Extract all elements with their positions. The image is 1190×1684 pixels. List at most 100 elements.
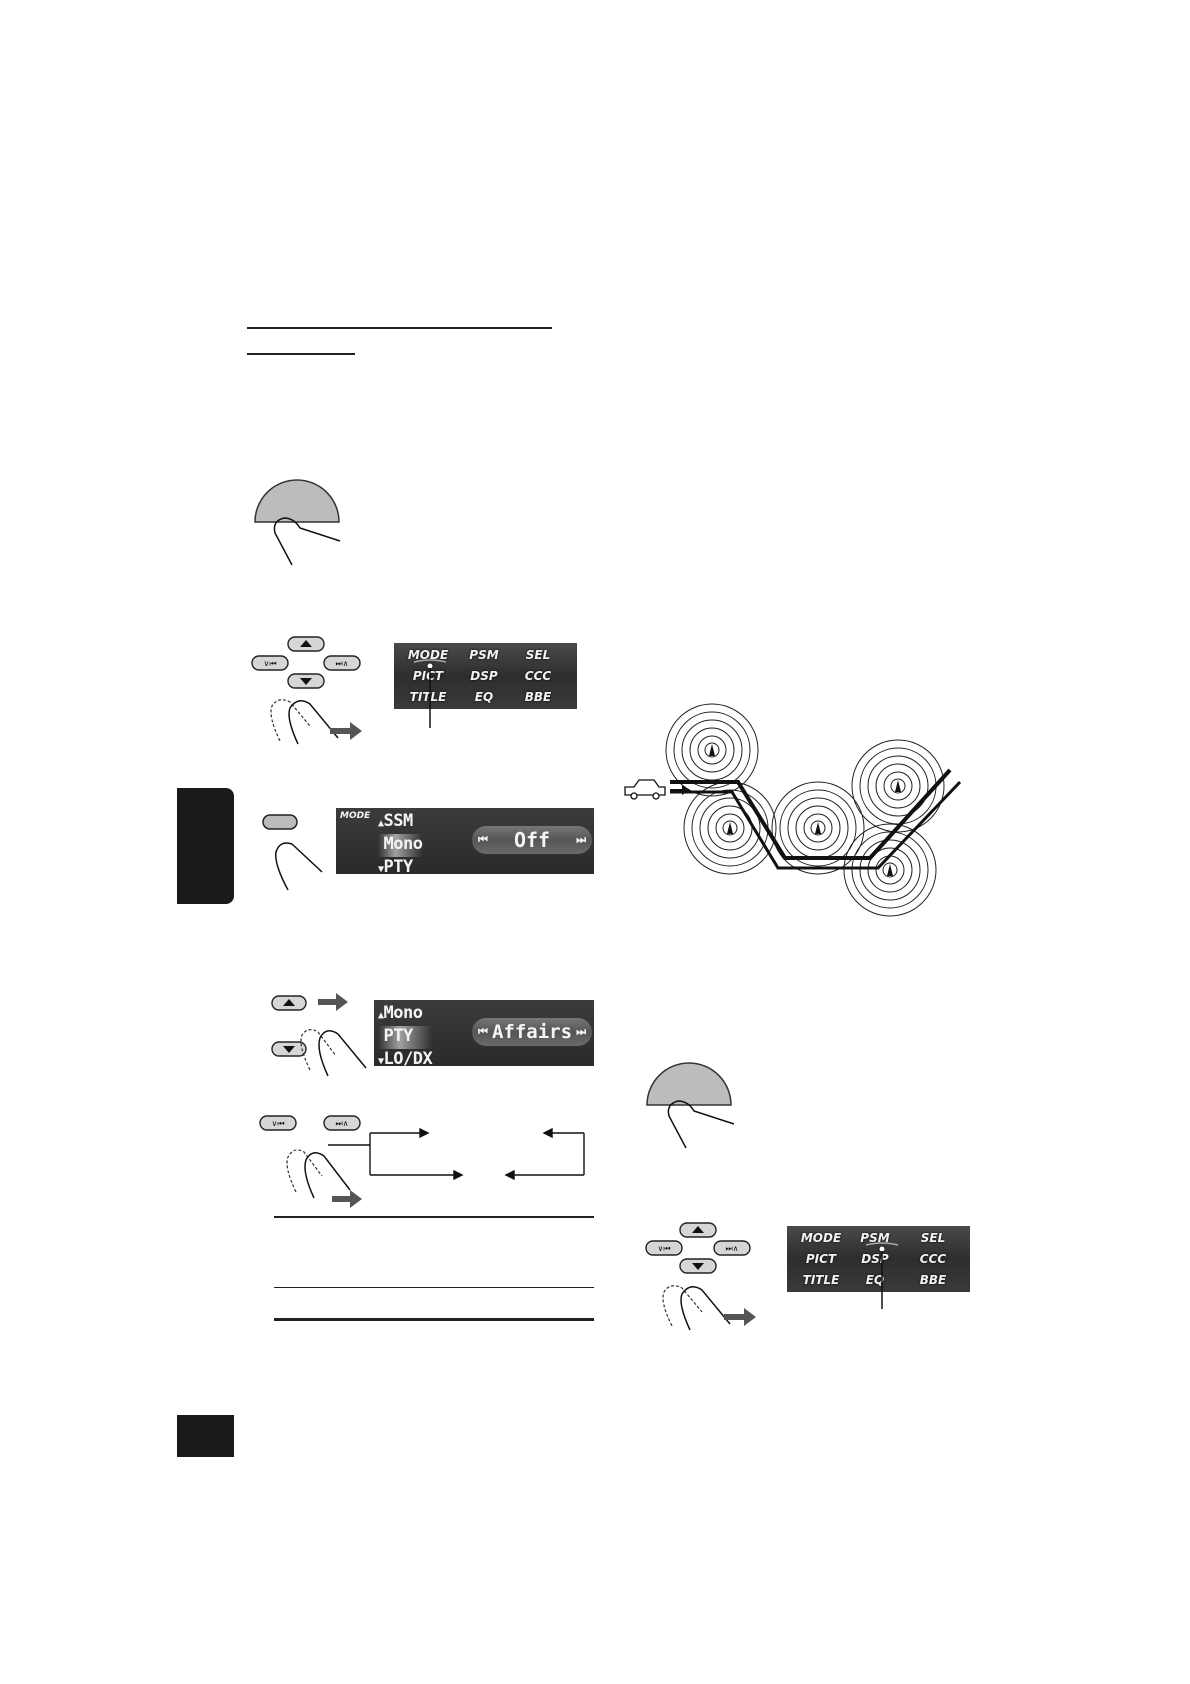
transmitter-coverage-3 <box>771 781 865 875</box>
up-down-buttons-illustration <box>271 993 367 1077</box>
menu-cell-title: TITLE <box>409 690 447 704</box>
menu-cell-ccc: CCC <box>919 1252 947 1266</box>
next-button <box>323 1115 361 1131</box>
road-line <box>670 780 962 870</box>
finger-icon <box>275 842 323 891</box>
menu-cell-psm: PSM <box>469 648 499 662</box>
setting-menu-list: ▲SSM ▲Mono ▼PTY <box>378 811 423 880</box>
select-button <box>262 814 298 830</box>
reception-area-diagram <box>624 703 962 917</box>
menu-cell-sel: SEL <box>920 1231 946 1245</box>
mono-value: Off <box>513 828 551 852</box>
skip-forward-icon: ⏭ <box>576 833 586 846</box>
menu-item-mono: ▲Mono <box>378 1003 423 1023</box>
finger-dashed-icon <box>286 1149 323 1193</box>
pty-setting-display: ▲Mono ▲PTY ▼LO/DX ⏮ Affairs ⏭ <box>374 1000 594 1069</box>
down-arrow-icon <box>283 1046 295 1053</box>
transmitter-icon <box>727 822 733 834</box>
prev-next-buttons-illustration: ∨⏮ ⏭∧ <box>259 1115 585 1208</box>
function-menu-display: MODE PSM SEL PICT DSP CCC TITLE EQ BBE <box>787 1226 970 1292</box>
cursor-pad-illustration: ∨⏮ ⏭∧ <box>645 1222 756 1331</box>
skip-back-icon: ⏮ <box>478 1025 488 1038</box>
finger-dashed-icon <box>300 1029 337 1071</box>
pty-value: Affairs <box>491 1021 573 1043</box>
menu-cell-psm: PSM <box>860 1231 890 1245</box>
finger-dashed-icon <box>662 1285 703 1327</box>
transmitter-icon <box>709 744 715 756</box>
up-arrow-icon <box>283 999 295 1006</box>
subheading-underline <box>247 353 355 355</box>
cursor-pad-illustration: ∨⏮ ⏭∧ <box>251 636 362 745</box>
down-arrow-icon <box>692 1263 704 1270</box>
menu-cell-mode: MODE <box>800 1231 842 1245</box>
finger-icon <box>680 1286 731 1331</box>
menu-item-pty: ▲PTY <box>378 1026 433 1049</box>
right-arrow-icon <box>318 993 348 1011</box>
press-menu-button-illustration <box>254 479 341 566</box>
mono-value-box: ⏮ Off ⏭ <box>472 826 592 854</box>
transmitter-coverage-1 <box>665 703 759 797</box>
table-bottom-rule <box>274 1318 594 1321</box>
next-button <box>323 655 361 671</box>
menu-cell-bbe: BBE <box>919 1273 947 1287</box>
transmitter-icon <box>887 864 893 876</box>
svg-text:∨⏮: ∨⏮ <box>657 1244 670 1253</box>
menu-cell-bbe: BBE <box>524 690 552 704</box>
function-menu-display: MODE PSM SEL PICT DSP CCC TITLE EQ BBE <box>394 643 577 709</box>
page-number-box <box>177 1415 234 1457</box>
right-arrow-icon <box>724 1308 756 1326</box>
option-cycle-diagram <box>328 1127 585 1181</box>
finger-icon <box>273 517 341 566</box>
menu-item-mono: ▲Mono <box>378 834 423 857</box>
menu-cell-eq: EQ <box>865 1273 885 1287</box>
finger-icon <box>288 700 339 745</box>
svg-text:∨⏮: ∨⏮ <box>271 1119 284 1128</box>
right-arrow-icon <box>332 1190 362 1208</box>
language-side-tab <box>177 788 234 904</box>
table-top-rule <box>274 1216 594 1218</box>
transmitter-coverage-5 <box>843 823 937 917</box>
up-arrow-icon <box>692 1226 704 1233</box>
menu-cell-mode: MODE <box>407 648 449 662</box>
finger-icon <box>667 1100 735 1149</box>
menu-cell-eq: EQ <box>474 690 494 704</box>
menu-item-ssm: ▲SSM <box>378 811 413 831</box>
pty-value-box: ⏮ Affairs ⏭ <box>472 1018 592 1046</box>
road-line <box>670 768 952 860</box>
transmitter-icon <box>895 780 901 792</box>
mono-setting-display: MODE ▲SSM ▲Mono ▼PTY ⏮ Off ⏭ <box>336 808 594 877</box>
heading-underline <box>247 327 552 329</box>
car-direction-arrow-icon <box>670 785 690 795</box>
svg-text:⏭∧: ⏭∧ <box>725 1244 738 1253</box>
menu-cell-pict: PICT <box>805 1252 837 1266</box>
finger-dashed-icon <box>270 699 311 742</box>
menu-cell-sel: SEL <box>525 648 551 662</box>
menu-cell-ccc: CCC <box>524 669 552 683</box>
skip-forward-icon: ⏭ <box>576 1025 586 1038</box>
prev-button <box>259 1115 297 1131</box>
mode-pointer-line <box>413 659 447 728</box>
prev-button <box>645 1240 683 1256</box>
svg-text:∨⏮: ∨⏮ <box>263 659 276 668</box>
prev-button <box>251 655 289 671</box>
svg-text:⏭∧: ⏭∧ <box>335 1119 348 1128</box>
press-menu-button-illustration <box>646 1062 735 1149</box>
skip-back-icon: ⏮ <box>478 833 488 846</box>
menu-item-pty: ▼PTY <box>378 857 413 877</box>
down-arrow-icon <box>300 678 312 685</box>
press-select-button-illustration <box>262 814 323 891</box>
setting-menu-list: ▲Mono ▲PTY ▼LO/DX <box>378 1003 433 1072</box>
car-icon <box>624 779 666 800</box>
menu-cell-pict: PICT <box>412 669 444 683</box>
menu-button-icon <box>254 479 340 523</box>
finger-icon <box>304 1152 351 1199</box>
transmitter-icon <box>815 822 821 834</box>
svg-text:⏭∧: ⏭∧ <box>335 659 348 668</box>
up-arrow-icon <box>300 640 312 647</box>
mode-tag: MODE <box>340 811 371 821</box>
psm-pointer-line <box>865 1242 899 1309</box>
menu-cell-title: TITLE <box>802 1273 840 1287</box>
next-button <box>713 1240 751 1256</box>
right-arrow-icon <box>330 722 362 740</box>
menu-item-lodx: ▼LO/DX <box>378 1049 433 1069</box>
